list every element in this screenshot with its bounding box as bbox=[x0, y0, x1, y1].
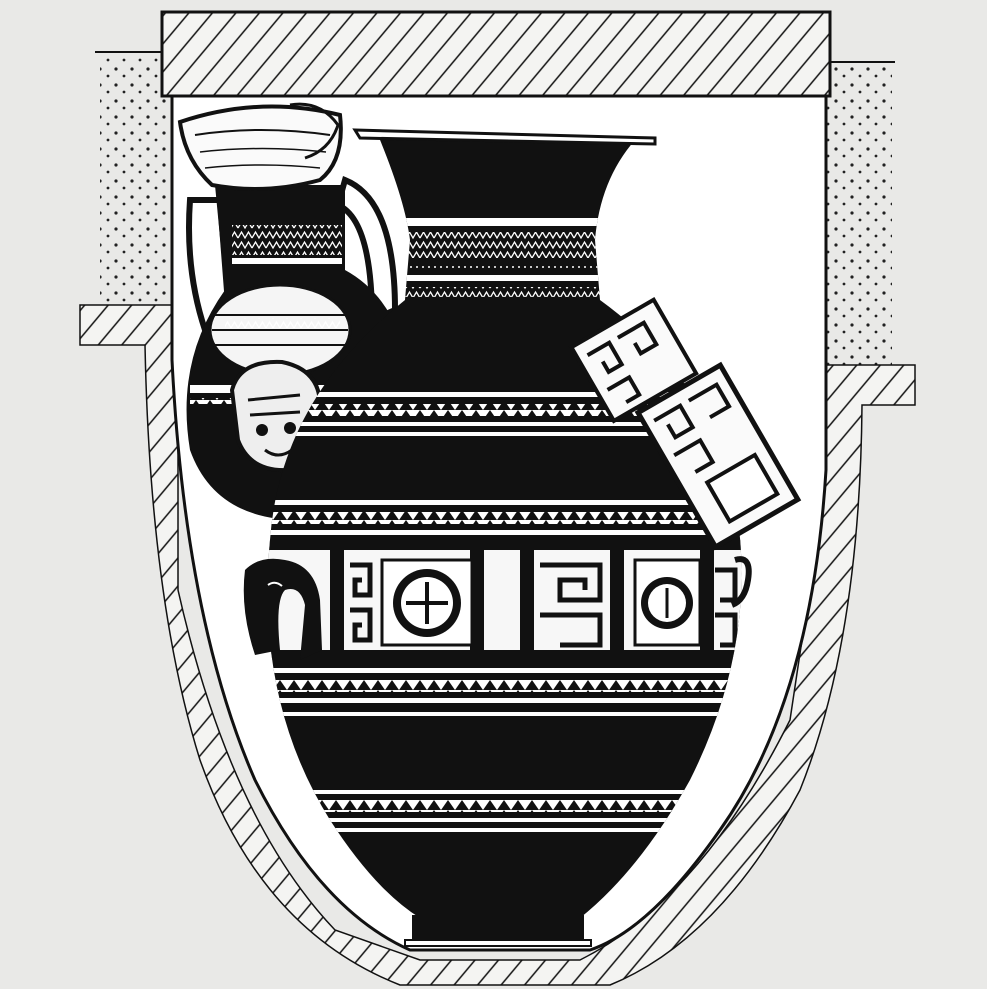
cup-icon bbox=[177, 102, 343, 191]
ground-lines bbox=[95, 51, 895, 63]
hatched-pit-lining bbox=[79, 304, 916, 986]
side-figure-icon bbox=[243, 558, 322, 660]
hatched-capstone-icon bbox=[160, 10, 832, 98]
dotted-soil bbox=[100, 55, 892, 365]
meander-plaque-icon bbox=[568, 297, 802, 551]
